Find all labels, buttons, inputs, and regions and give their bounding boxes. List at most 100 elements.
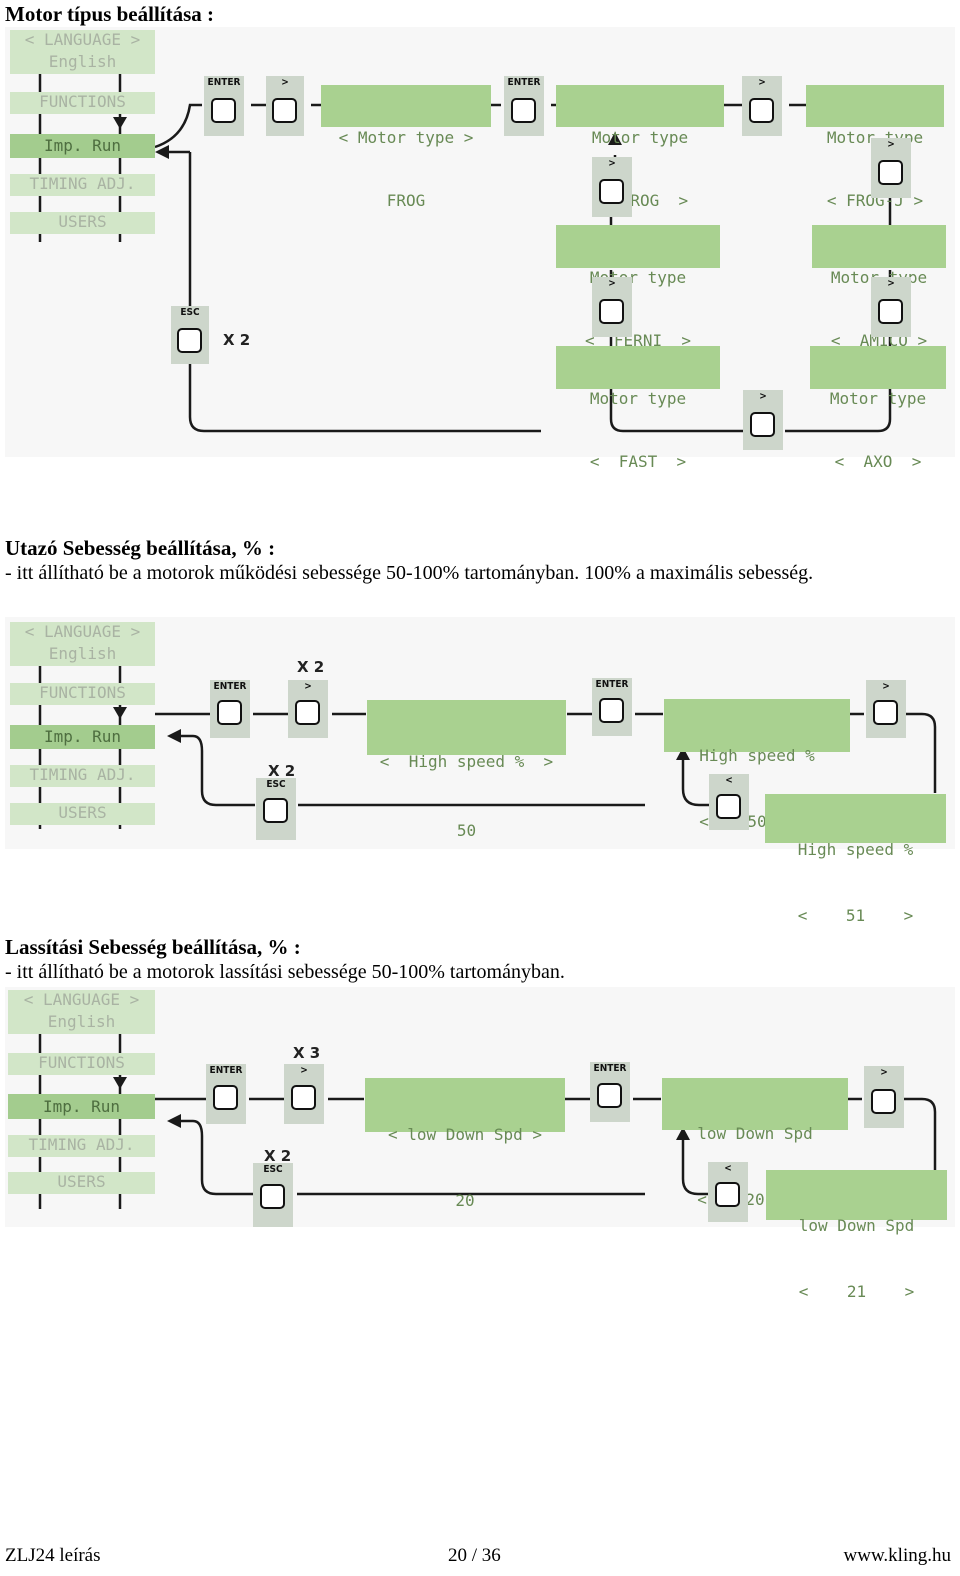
enter-button[interactable]: ENTER [592,678,632,736]
lcd-low-down-speed-next: low Down Spd < 21 > [766,1170,947,1301]
left-arrow-button[interactable]: < [708,1162,748,1222]
button-key [177,328,202,353]
menu-item-imp-run: Imp. Run [10,134,155,158]
button-key [871,1089,896,1114]
right-arrow-button[interactable]: > [742,76,782,136]
menu-item-functions: FUNCTIONS [8,1053,155,1075]
button-key [217,700,242,725]
right-arrow-button[interactable]: > [866,680,906,738]
lcd-line2: < 51 > [797,906,914,925]
button-key [211,98,236,123]
button-key [260,1184,285,1209]
esc-multiplier: X 2 [264,1147,292,1165]
right-arrow-label: > [882,681,890,692]
lcd-motor-type-frog-j: Motor type < FROG-J > [806,85,944,210]
lcd-line1: < low Down Spd > [387,1125,543,1144]
lcd-line1: < High speed % > [379,752,554,771]
right-multiplier: X 2 [297,658,325,676]
lcd-motor-type-ferni: Motor type < FERNI > [556,225,720,350]
menu-item-imp-run: Imp. Run [10,725,155,749]
menu-item-timing-adj: TIMING ADJ. [8,1135,155,1157]
lcd-motor-type-menu: < Motor type > FROG [321,85,491,210]
right-multiplier: X 3 [293,1044,321,1062]
button-key [599,299,624,324]
lcd-line2: < FAST > [589,452,687,471]
enter-button-label: ENTER [593,1063,627,1074]
right-arrow-label: > [300,1065,308,1076]
button-key [873,700,898,725]
right-arrow-label: > [608,158,616,169]
button-key [272,98,297,123]
esc-button[interactable]: ESC [253,1163,293,1227]
lcd-line1: Motor type [591,128,689,147]
right-arrow-label: > [304,681,312,692]
section2-description: - itt állítható be a motorok működési se… [5,562,814,584]
enter-button-label: ENTER [595,679,629,690]
menu-item-english: English [10,52,155,74]
button-key [263,798,288,823]
esc-button[interactable]: ESC [171,306,209,364]
esc-multiplier: X 2 [268,762,296,780]
section2-heading: Utazó Sebesség beállítása, % : [5,536,276,560]
right-arrow-label: > [759,391,767,402]
menu-item-language: < LANGUAGE > [10,622,155,644]
left-arrow-button[interactable]: < [709,774,749,830]
menu-item-timing-adj: TIMING ADJ. [10,174,155,196]
lcd-line1: Motor type [829,389,927,408]
enter-button[interactable]: ENTER [206,1064,246,1124]
right-arrow-button[interactable]: > [592,277,632,337]
right-arrow-button[interactable]: > [871,277,911,337]
button-key [878,160,903,185]
menu-item-language: < LANGUAGE > [8,990,155,1012]
button-key [599,698,624,723]
menu-item-english: English [10,644,155,666]
enter-button[interactable]: ENTER [204,76,244,136]
enter-button[interactable]: ENTER [590,1062,630,1122]
right-arrow-label: > [887,139,895,150]
lcd-motor-type-frog: Motor type < FROG > [556,85,724,210]
right-arrow-label: > [887,278,895,289]
button-key [716,794,741,819]
left-arrow-label: < [725,775,733,786]
right-arrow-button[interactable]: > [592,157,632,217]
button-key [597,1083,622,1108]
lcd-line1: Motor type [589,389,687,408]
right-arrow-label: > [758,77,766,88]
right-arrow-button[interactable]: > [284,1064,324,1124]
right-arrow-button[interactable]: > [288,680,328,738]
right-arrow-label: > [880,1067,888,1078]
enter-button-label: ENTER [209,1065,243,1076]
enter-button-label: ENTER [213,681,247,692]
button-key [749,98,774,123]
esc-button-label: ESC [266,779,286,790]
right-arrow-button[interactable]: > [864,1066,904,1128]
right-arrow-button[interactable]: > [743,390,783,450]
lcd-line2: < AXO > [834,452,922,471]
enter-button[interactable]: ENTER [210,680,250,738]
button-key [213,1085,238,1110]
menu-item-language: < LANGUAGE > [10,30,155,52]
lcd-line2: FROG [386,191,426,210]
menu-item-imp-run: Imp. Run [8,1094,155,1119]
lcd-motor-type-axo: Motor type < AXO > [810,346,946,471]
menu-item-timing-adj: TIMING ADJ. [10,765,155,787]
enter-button[interactable]: ENTER [504,76,544,136]
esc-button-label: ESC [180,307,200,318]
button-key [715,1182,740,1207]
section3-description: - itt állítható be a motorok lassítási s… [5,961,565,983]
lcd-line1: < Motor type > [338,128,474,147]
enter-button-label: ENTER [507,77,541,88]
footer-document-name: ZLJ24 leírás [5,1545,101,1566]
lcd-high-speed-next: High speed % < 51 > [765,794,946,925]
esc-button[interactable]: ESC [256,778,296,840]
left-arrow-label: < [724,1163,732,1174]
menu-item-users: USERS [8,1172,155,1194]
lcd-line1: High speed % [797,840,914,859]
lcd-line2: < FROG > [591,191,689,210]
right-arrow-button[interactable]: > [871,138,911,198]
lcd-line1: High speed % [699,746,815,765]
lcd-line2: 20 [455,1191,475,1210]
lcd-low-down-speed-menu: < low Down Spd > 20 [365,1078,565,1210]
right-arrow-button[interactable]: > [266,76,304,136]
esc-multiplier: X 2 [223,331,251,349]
